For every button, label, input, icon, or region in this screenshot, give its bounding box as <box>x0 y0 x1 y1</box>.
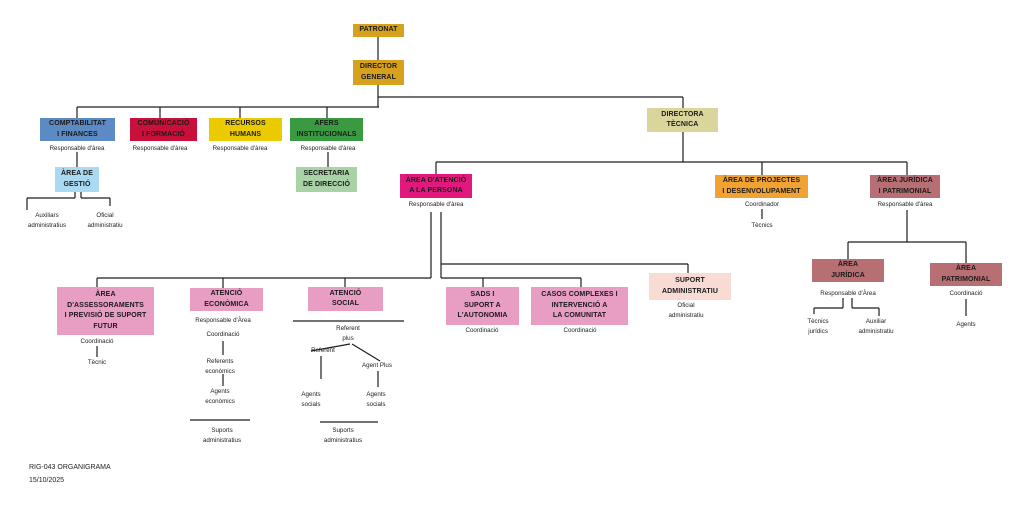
role-area-patrimonial: Coordinació <box>949 290 983 297</box>
role-assessoraments: Coordinació <box>80 338 114 345</box>
role-recursos-humans: Responsable d'àrea <box>212 145 268 152</box>
role-area-juridica: Responsable d'Àrea <box>820 290 876 297</box>
node-atencio-social[interactable]: ATENCIÓ SOCIAL <box>308 287 383 311</box>
role-afers: Responsable d'àrea <box>300 145 356 152</box>
role-sads: Coordinació <box>465 327 499 334</box>
social-agents-right: Agents socials <box>366 391 386 408</box>
node-comunicacio-formacio[interactable]: COMUNICACIÓ I FORMACIÓ <box>130 118 197 141</box>
document-date: 15/10/2025 <box>29 477 65 484</box>
node-directora-tecnica[interactable]: DIRECTORA TÈCNICA <box>647 108 718 132</box>
node-area-patrimonial[interactable]: ÀREA PATRIMONIAL <box>930 263 1002 286</box>
child-auxiliar-administratiu-juridica: Auxiliar administratiu <box>858 318 894 335</box>
support-economica: Suports administratius <box>202 427 242 444</box>
node-area-gestio[interactable]: ÀREA DE GESTIÓ <box>55 167 99 192</box>
node-director-general[interactable]: DIRECTOR GENERAL <box>353 60 404 85</box>
child-auxiliars-administratius: Auxiliars administratius <box>27 212 67 229</box>
level-agents-economics: Agents econòmics <box>205 388 235 405</box>
connector-social-plus-to-referent <box>310 343 351 352</box>
social-referent-plus: Referent plus <box>336 325 360 342</box>
node-assessoraments[interactable]: ÀREA D'ASSESSORAMENTS I PREVISIÓ DE SUPO… <box>57 287 154 335</box>
connector-social-plus-to-agentplus <box>351 343 381 362</box>
social-agents-left: Agents socials <box>301 391 321 408</box>
node-sads[interactable]: SADS I SUPORT A L'AUTONOMIA <box>446 287 519 325</box>
sub-agents-patrimonial: Agents <box>956 321 976 328</box>
role-area-juridica-patrimonial: Responsable d'àrea <box>877 201 933 208</box>
node-afers-institucionals[interactable]: AFERS INSTITUCIONALS <box>290 118 363 141</box>
role-area-projectes: Coordinador <box>744 201 780 208</box>
role-comunicacio: Responsable d'àrea <box>132 145 188 152</box>
node-area-juridica-patrimonial[interactable]: ÀREA JURÍDICA I PATRIMONIAL <box>870 175 940 198</box>
role-comptabilitat: Responsable d'àrea <box>49 145 105 152</box>
node-atencio-economica[interactable]: ATENCIÓ ECONÒMICA <box>190 288 263 311</box>
node-patronat[interactable]: PATRONAT <box>353 24 404 37</box>
node-comptabilitat-finances[interactable]: COMPTABILITAT I FINANCES <box>40 118 115 141</box>
social-agent-plus: Agent Plus <box>362 362 392 369</box>
document-code-title: RIG-043 ORGANIGRAMA <box>29 464 111 471</box>
support-social: Suports administratius <box>323 427 363 444</box>
node-recursos-humans[interactable]: RECURSOS HUMANS <box>209 118 282 141</box>
level-referents-economics: Referents econòmics <box>205 358 235 375</box>
node-area-projectes[interactable]: ÀREA DE PROJECTES I DESENVOLUPAMENT <box>715 175 808 198</box>
node-area-atencio-persona[interactable]: ÀREA D'ATENCIÓ A LA PERSONA <box>400 174 472 198</box>
role-atencio-economica: Responsable d'Àrea <box>195 317 251 324</box>
role-area-atencio: Responsable d'àrea <box>408 201 464 208</box>
social-referent: Referent <box>311 347 335 354</box>
node-suport-administratiu[interactable]: SUPORT ADMINISTRATIU <box>649 273 731 300</box>
role-casos-complexes: Coordinació <box>563 327 597 334</box>
level-coordinacio-economica: Coordinació <box>206 331 240 338</box>
child-oficial-administratiu-gestio: Oficial administratiu <box>87 212 123 229</box>
sub-tecnic-assessoraments: Tècnic <box>87 359 107 366</box>
node-secretaria-direccio[interactable]: SECRETARIA DE DIRECCIÓ <box>296 167 357 192</box>
node-area-juridica[interactable]: ÀREA JURÍDICA <box>812 259 884 282</box>
node-casos-complexes[interactable]: CASOS COMPLEXES I INTERVENCIÓ A LA COMUN… <box>531 287 628 325</box>
role-suport-administratiu: Oficial administratiu <box>668 302 704 319</box>
sub-tecnics-projectes: Tècnics <box>751 222 773 229</box>
child-tecnics-juridics: Tècnics jurídics <box>807 318 829 335</box>
